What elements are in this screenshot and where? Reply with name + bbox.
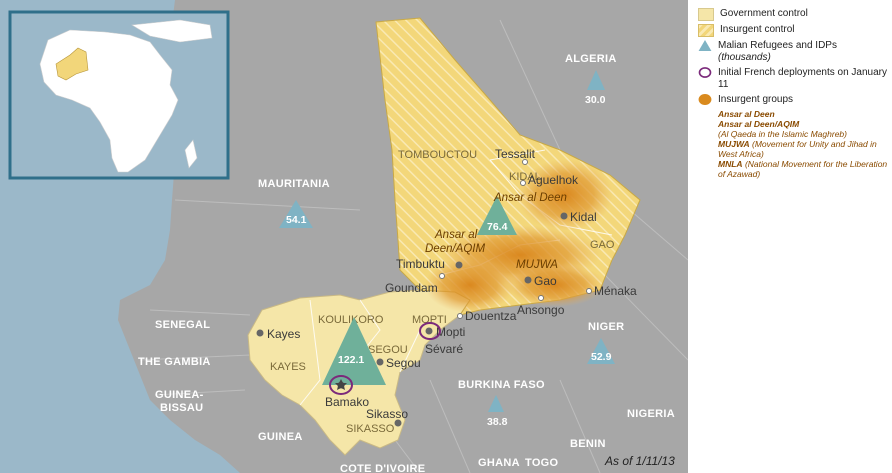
country-nigeria: NIGERIA: [627, 408, 675, 420]
city-aguelhok: Aguelhok: [528, 173, 579, 187]
as-of-date: As of 1/11/13: [605, 454, 675, 468]
country-benin: BENIN: [570, 438, 606, 450]
inset-mali-highlight: [55, 47, 89, 81]
region-tombouctou: TOMBOUCTOU: [398, 149, 477, 161]
region-kidal: KIDAL: [509, 171, 541, 183]
country-togo: TOGO: [525, 457, 559, 469]
french-deployment-bamako: [329, 375, 353, 395]
insurgent-groups-glow: [425, 159, 613, 313]
country-senegal: SENEGAL: [155, 319, 210, 331]
region-segou: SEGOU: [368, 344, 408, 356]
city-douentza: Douentza: [465, 309, 517, 323]
french-deployment-mopti: [419, 322, 441, 340]
country-guinea-bissau-2: BISSAU: [160, 402, 203, 414]
city-dots: [256, 159, 592, 427]
country-cote: COTE D'IVOIRE: [340, 463, 425, 473]
map-legend: Government control Insurgent control Mal…: [698, 8, 890, 179]
refugee-value-mauritania: 54.1: [286, 214, 307, 226]
region-gao: GAO: [590, 239, 615, 251]
refugee-value-niger: 52.9: [591, 351, 612, 363]
group-label-ansar-aqim-1: Ansar al: [434, 229, 478, 241]
city-kidal: Kidal: [570, 210, 597, 224]
refugee-triangle-niger: [587, 338, 615, 364]
refugee-value-north: 76.4: [487, 221, 508, 233]
legend-item-french: Initial French deployments on January 11: [698, 67, 890, 91]
french-deployments: [329, 322, 441, 395]
region-sikasso: SIKASSO: [346, 423, 395, 435]
city-gao: Gao: [534, 274, 557, 288]
legend-label-government: Government control: [720, 8, 808, 19]
refugee-triangle-burkina: [488, 395, 504, 412]
refugee-value-algeria: 30.0: [585, 94, 606, 106]
country-algeria: ALGERIA: [565, 53, 617, 65]
city-ansongo: Ansongo: [517, 303, 565, 317]
legend-label-refugees: Malian Refugees and IDPs (thousands): [718, 40, 837, 63]
country-gambia: THE GAMBIA: [138, 356, 211, 368]
legend-item-insurgent: Insurgent control: [698, 24, 890, 37]
legend-item-government: Government control: [698, 8, 890, 21]
refugee-triangle-algeria: [587, 70, 605, 90]
group-label-ansar-aqim-2: Deen/AQIM: [425, 243, 485, 255]
legend-group-desc-2: (Al Qaeda in the Islamic Maghreb): [718, 129, 847, 139]
city-sikasso: Sikasso: [366, 407, 408, 421]
city-mopti: Mopti: [436, 325, 465, 339]
legend-group-name-3: MUJWA: [718, 139, 750, 149]
city-timbuktu: Timbuktu: [396, 257, 445, 271]
legend-item-groups: Insurgent groups: [698, 94, 890, 106]
country-guinea: GUINEA: [258, 431, 303, 443]
legend-circle-icon: [698, 67, 712, 78]
refugee-markers: 30.0 54.1 76.4 122.1 38.8 52.9: [279, 70, 615, 428]
legend-label-french: Initial French deployments on January 11: [718, 67, 887, 90]
legend-label-insurgent: Insurgent control: [720, 24, 795, 35]
legend-item-refugees: Malian Refugees and IDPs (thousands): [698, 40, 890, 64]
group-label-mujwa: MUJWA: [516, 259, 558, 271]
group-label-ansar: Ansar al Deen: [493, 192, 567, 204]
country-mauritania: MAURITANIA: [258, 178, 330, 190]
refugee-triangle-north: [477, 196, 517, 235]
legend-label-groups: Insurgent groups: [718, 94, 794, 105]
legend-swatch-insurgent: [698, 24, 714, 37]
legend-refugees-note: (thousands): [718, 52, 771, 63]
refugee-triangle-mauritania: [279, 200, 313, 228]
city-sevare: Sévaré: [425, 342, 463, 356]
legend-group-name-2: Ansar al Deen/AQIM: [718, 119, 800, 129]
city-goundam: Goundam: [385, 281, 438, 295]
legend-group-desc-4: (National Movement for the Liberation of…: [718, 159, 888, 179]
legend-swatch-government: [698, 8, 714, 21]
legend-group-name-4: MNLA: [718, 159, 743, 169]
legend-group-name-1: Ansar al Deen: [718, 109, 775, 119]
legend-triangle-icon: [698, 40, 712, 51]
capital-star-icon: [335, 379, 347, 390]
city-bamako: Bamako: [325, 395, 369, 409]
city-menaka: Ménaka: [594, 284, 637, 298]
refugee-triangle-south: [322, 317, 386, 385]
refugee-value-burkina: 38.8: [487, 416, 508, 428]
legend-glow-icon: [698, 94, 712, 105]
legend-group-desc-3: (Movement for Unity and Jihad in West Af…: [718, 139, 877, 159]
legend-group-list: Ansar al Deen Ansar al Deen/AQIM (Al Qae…: [698, 109, 890, 179]
city-segou: Segou: [386, 356, 421, 370]
mali-map: ALGERIA MAURITANIA SENEGAL THE GAMBIA GU…: [0, 0, 688, 473]
refugee-value-south: 122.1: [338, 354, 364, 366]
country-burkina: BURKINA FASO: [458, 379, 545, 391]
country-ghana: GHANA: [478, 457, 520, 469]
country-niger: NIGER: [588, 321, 624, 333]
region-koulikoro: KOULIKORO: [318, 314, 384, 326]
region-kayes: KAYES: [270, 361, 306, 373]
country-guinea-bissau: GUINEA-: [155, 389, 204, 401]
city-tessalit: Tessalit: [495, 147, 536, 161]
inset-locator-map: [8, 10, 230, 180]
region-mopti: MOPTI: [412, 314, 447, 326]
city-kayes: Kayes: [267, 327, 300, 341]
